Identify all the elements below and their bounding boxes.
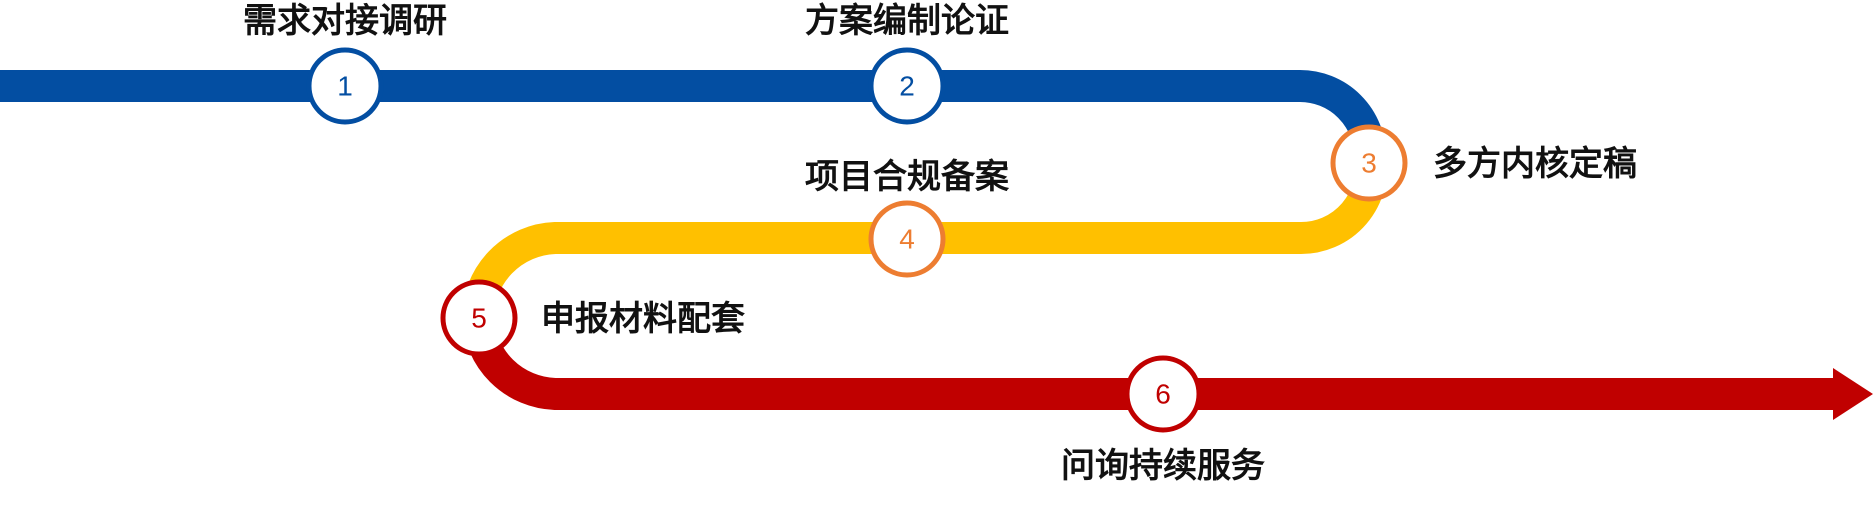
step-5: 5 申报材料配套	[440, 279, 745, 357]
step-5-label: 申报材料配套	[541, 299, 745, 339]
step-6-label: 问询持续服务	[1061, 446, 1265, 486]
step-1: 1 需求对接调研	[243, 1, 447, 125]
step-6: 6 问询持续服务	[1061, 355, 1265, 486]
blue-track	[0, 70, 1386, 157]
step-2-node	[868, 47, 946, 125]
step-4: 4 项目合规备案	[805, 157, 1010, 278]
step-3-label: 多方内核定稿	[1433, 144, 1637, 184]
step-4-label: 项目合规备案	[805, 157, 1010, 197]
step-3-node	[1330, 124, 1408, 202]
step-6-number: 6	[1155, 379, 1171, 410]
step-2: 2 方案编制论证	[805, 1, 1009, 125]
step-3-number: 3	[1361, 148, 1377, 179]
step-4-number: 4	[899, 224, 915, 255]
step-1-node	[306, 47, 384, 125]
step-5-node	[440, 279, 518, 357]
step-1-label: 需求对接调研	[243, 1, 447, 41]
step-2-label: 方案编制论证	[805, 1, 1009, 41]
step-1-number: 1	[337, 71, 353, 102]
step-2-number: 2	[899, 71, 915, 102]
step-3: 3 多方内核定稿	[1330, 124, 1637, 202]
step-4-node	[868, 200, 946, 278]
step-5-number: 5	[471, 303, 487, 334]
red-arrowhead	[1833, 368, 1873, 420]
step-6-node	[1124, 355, 1202, 433]
